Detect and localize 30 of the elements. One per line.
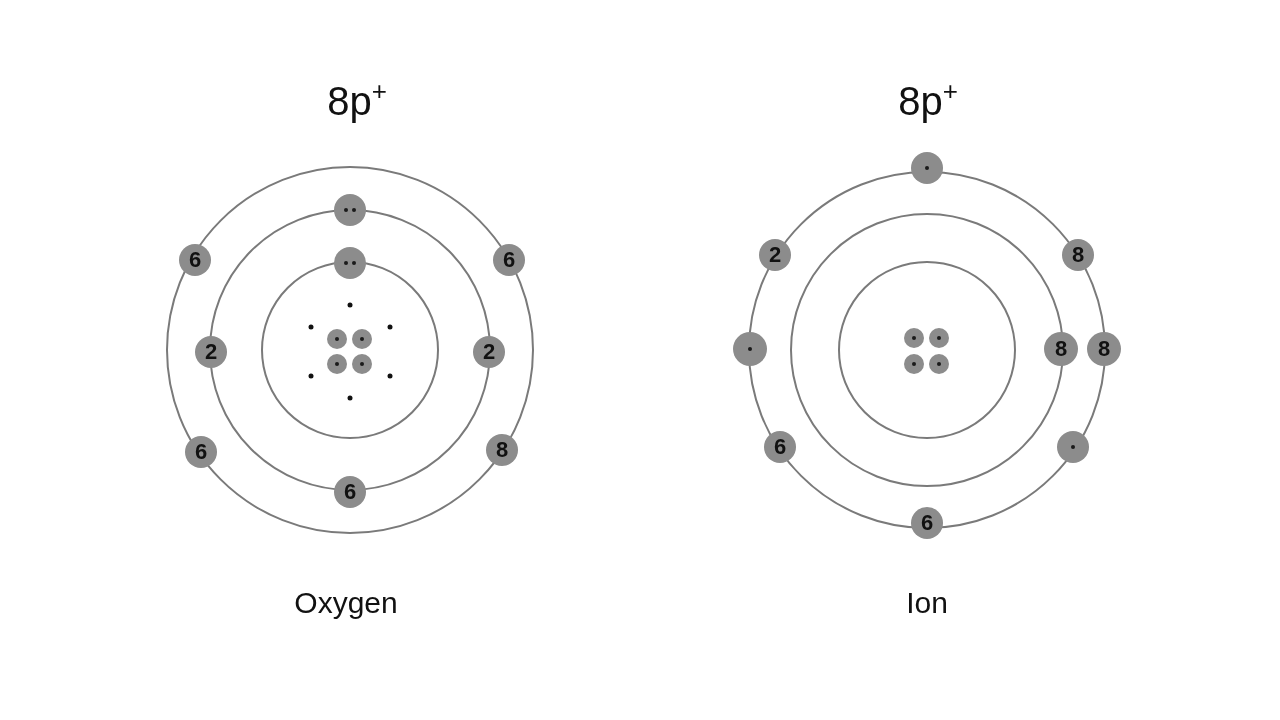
nucleus-particle — [904, 328, 924, 348]
electron: 2 — [759, 239, 791, 271]
nucleus-particle — [904, 354, 924, 374]
electron — [334, 247, 366, 279]
proton-count: 8p$^{+}$ — [898, 76, 958, 124]
electron: 8 — [486, 434, 518, 466]
electron: 8 — [1044, 332, 1078, 366]
electron: 6 — [493, 244, 525, 276]
nucleus-particle — [352, 329, 372, 349]
atom-name: Ion — [906, 586, 948, 620]
atom-name: Oxygen — [294, 586, 398, 620]
nucleus-particle — [327, 354, 347, 374]
proton-count: 8p$^{+}$ — [327, 76, 387, 124]
nucleus-particle — [327, 329, 347, 349]
electron — [911, 152, 943, 184]
electron: 8 — [1062, 239, 1094, 271]
nucleus-particle — [352, 354, 372, 374]
electron: 8 — [1087, 332, 1121, 366]
nucleus-particle — [929, 354, 949, 374]
electron: 6 — [764, 431, 796, 463]
electron: 6 — [911, 507, 943, 539]
electron: 6 — [334, 476, 366, 508]
electron — [334, 194, 366, 226]
electron: 6 — [179, 244, 211, 276]
electron: 2 — [195, 336, 227, 368]
nucleus-particle — [929, 328, 949, 348]
electron: 2 — [473, 336, 505, 368]
electron: 6 — [185, 436, 217, 468]
electron — [733, 332, 767, 366]
electron — [1057, 431, 1089, 463]
